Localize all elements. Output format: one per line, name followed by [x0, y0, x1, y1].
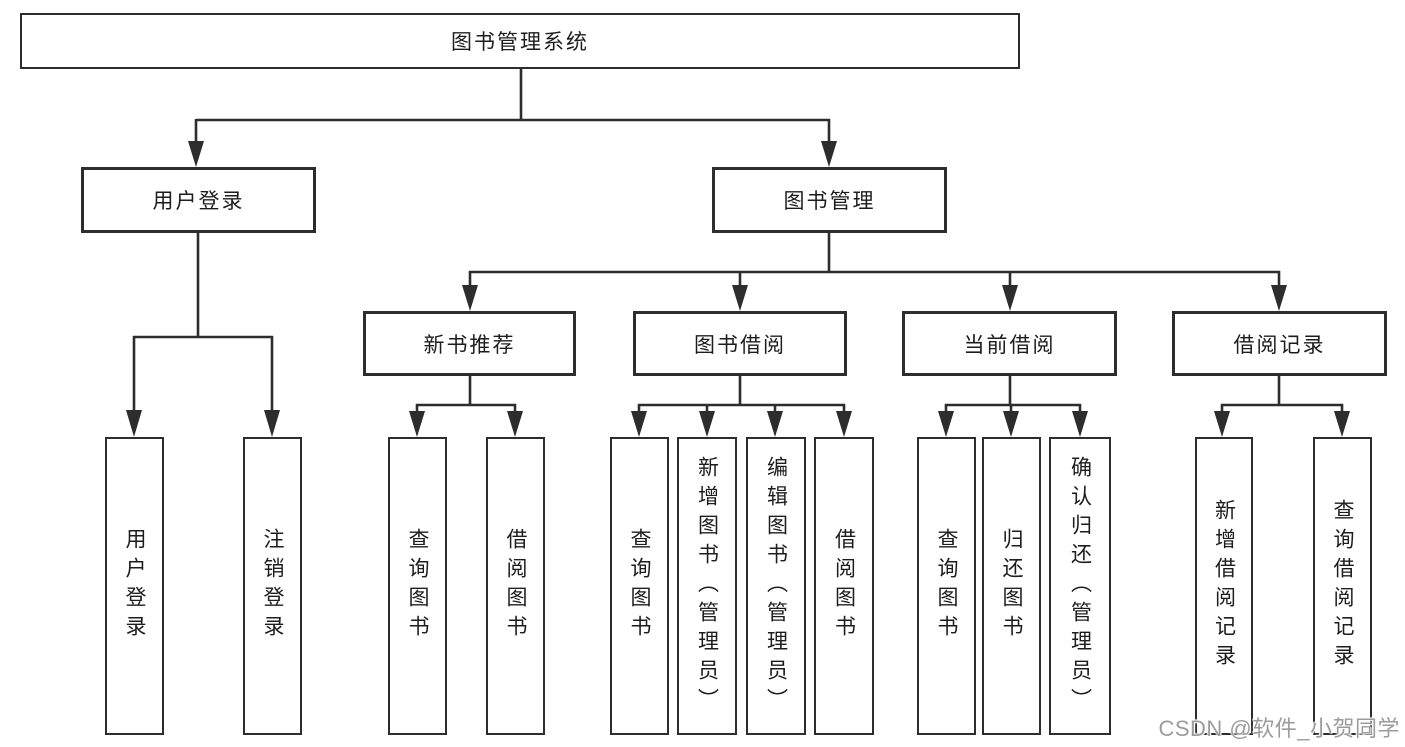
node-book-borrowing-label: 图书借阅: [694, 333, 786, 357]
node-book-borrowing: 图书借阅: [633, 311, 847, 376]
leaf-query-books-borrowing: 查询图书: [610, 437, 669, 735]
leaf-query-borrow-record: 查询借阅记录: [1313, 437, 1372, 735]
leaf-label: 查询图书: [935, 528, 958, 644]
node-borrow-records: 借阅记录: [1172, 311, 1387, 376]
leaf-query-books-current: 查询图书: [917, 437, 976, 735]
leaf-logout: 注销登录: [243, 437, 302, 735]
leaf-edit-book-admin: 编辑图书（管理员）: [746, 437, 806, 735]
leaf-label: 借阅图书: [832, 528, 856, 644]
leaf-borrow-books-recommend: 借阅图书: [486, 437, 545, 735]
connector-root-to-level2: [188, 69, 837, 167]
node-user-login-label: 用户登录: [152, 190, 245, 213]
leaf-borrow-books-borrowing: 借阅图书: [814, 437, 874, 735]
leaf-label: 用户登录: [123, 528, 146, 644]
connector-borrowing-to-leaves: [631, 375, 852, 437]
leaf-label: 新增借阅记录: [1212, 499, 1236, 673]
leaf-label: 查询借阅记录: [1331, 499, 1354, 673]
leaf-add-borrow-record: 新增借阅记录: [1195, 437, 1253, 735]
connector-records-to-leaves: [1214, 375, 1350, 437]
node-root: 图书管理系统: [20, 13, 1020, 69]
connector-newbook-to-leaves: [409, 375, 523, 437]
connector-bookmgmt-to-level3: [462, 232, 1287, 311]
node-borrow-records-label: 借阅记录: [1233, 333, 1326, 357]
leaf-confirm-return-admin: 确认归还（管理员）: [1049, 437, 1111, 735]
leaf-label: 注销登录: [261, 528, 284, 644]
leaf-label: 确认归还（管理员）: [1068, 455, 1092, 717]
leaf-user-login: 用户登录: [105, 437, 164, 735]
connector-userlogin-to-leaves: [126, 232, 280, 437]
watermark-text: CSDN @软件_小贺同学: [1158, 716, 1400, 741]
leaf-label: 新增图书（管理员）: [695, 455, 719, 717]
leaf-add-book-admin: 新增图书（管理员）: [677, 437, 737, 735]
node-new-book-recommend: 新书推荐: [363, 311, 576, 376]
node-book-management: 图书管理: [712, 167, 947, 233]
leaf-label: 查询图书: [628, 528, 651, 644]
node-current-borrowing: 当前借阅: [902, 311, 1117, 376]
node-user-login: 用户登录: [81, 167, 316, 233]
leaf-label: 借阅图书: [504, 528, 527, 644]
node-current-borrowing-label: 当前借阅: [963, 333, 1056, 357]
node-book-management-label: 图书管理: [783, 190, 876, 213]
node-new-book-recommend-label: 新书推荐: [423, 333, 516, 357]
leaf-label: 归还图书: [1000, 528, 1023, 644]
leaf-label: 编辑图书（管理员）: [764, 455, 788, 717]
connector-current-to-leaves: [938, 375, 1088, 437]
leaf-query-books-recommend: 查询图书: [388, 437, 447, 735]
leaf-label: 查询图书: [406, 528, 429, 644]
node-root-label: 图书管理系统: [451, 31, 589, 54]
leaf-return-book: 归还图书: [982, 437, 1041, 735]
